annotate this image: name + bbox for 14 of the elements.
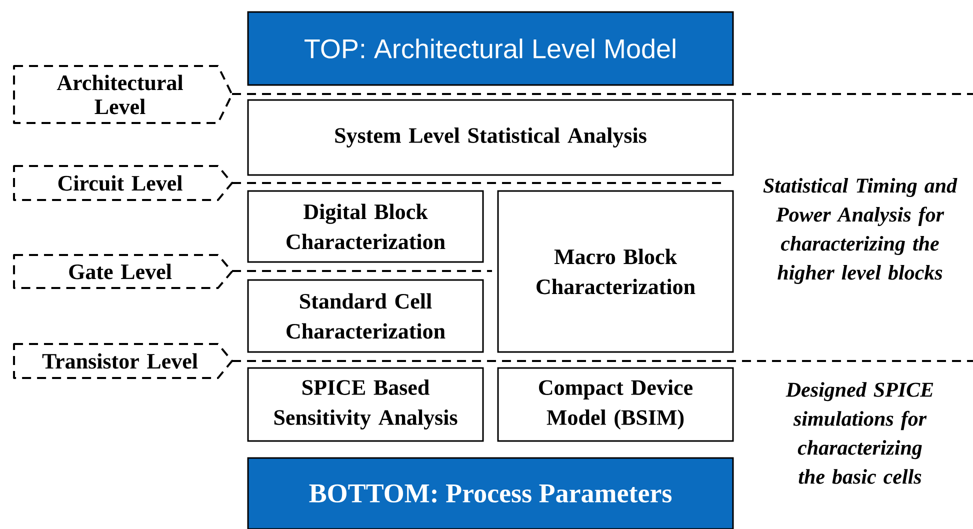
level-tag: Transistor Level xyxy=(13,343,233,379)
side-note: Designed SPICE simulations for characterizing the basic cells xyxy=(786,382,934,484)
process-box: Digital Block Characterization xyxy=(247,190,484,263)
process-box: Macro Block Characterization xyxy=(497,190,734,353)
level-tag: Architectural Level xyxy=(13,65,233,124)
bottom-banner: BOTTOM: Process Parameters xyxy=(247,457,734,529)
level-tag: Gate Level xyxy=(13,254,233,289)
level-tag: Circuit Level xyxy=(13,165,233,201)
side-note: Statistical Timing and Power Analysis for characterizing the higher level blocks xyxy=(763,178,958,284)
process-box: SPICE Based Sensitivity Analysis xyxy=(247,367,484,442)
process-box: Standard Cell Characterization xyxy=(247,279,484,353)
process-box: System Level Statistical Analysis xyxy=(247,99,734,176)
top-banner: TOP: Architectural Level Model xyxy=(247,11,734,86)
process-box: Compact Device Model (BSIM) xyxy=(497,367,734,442)
